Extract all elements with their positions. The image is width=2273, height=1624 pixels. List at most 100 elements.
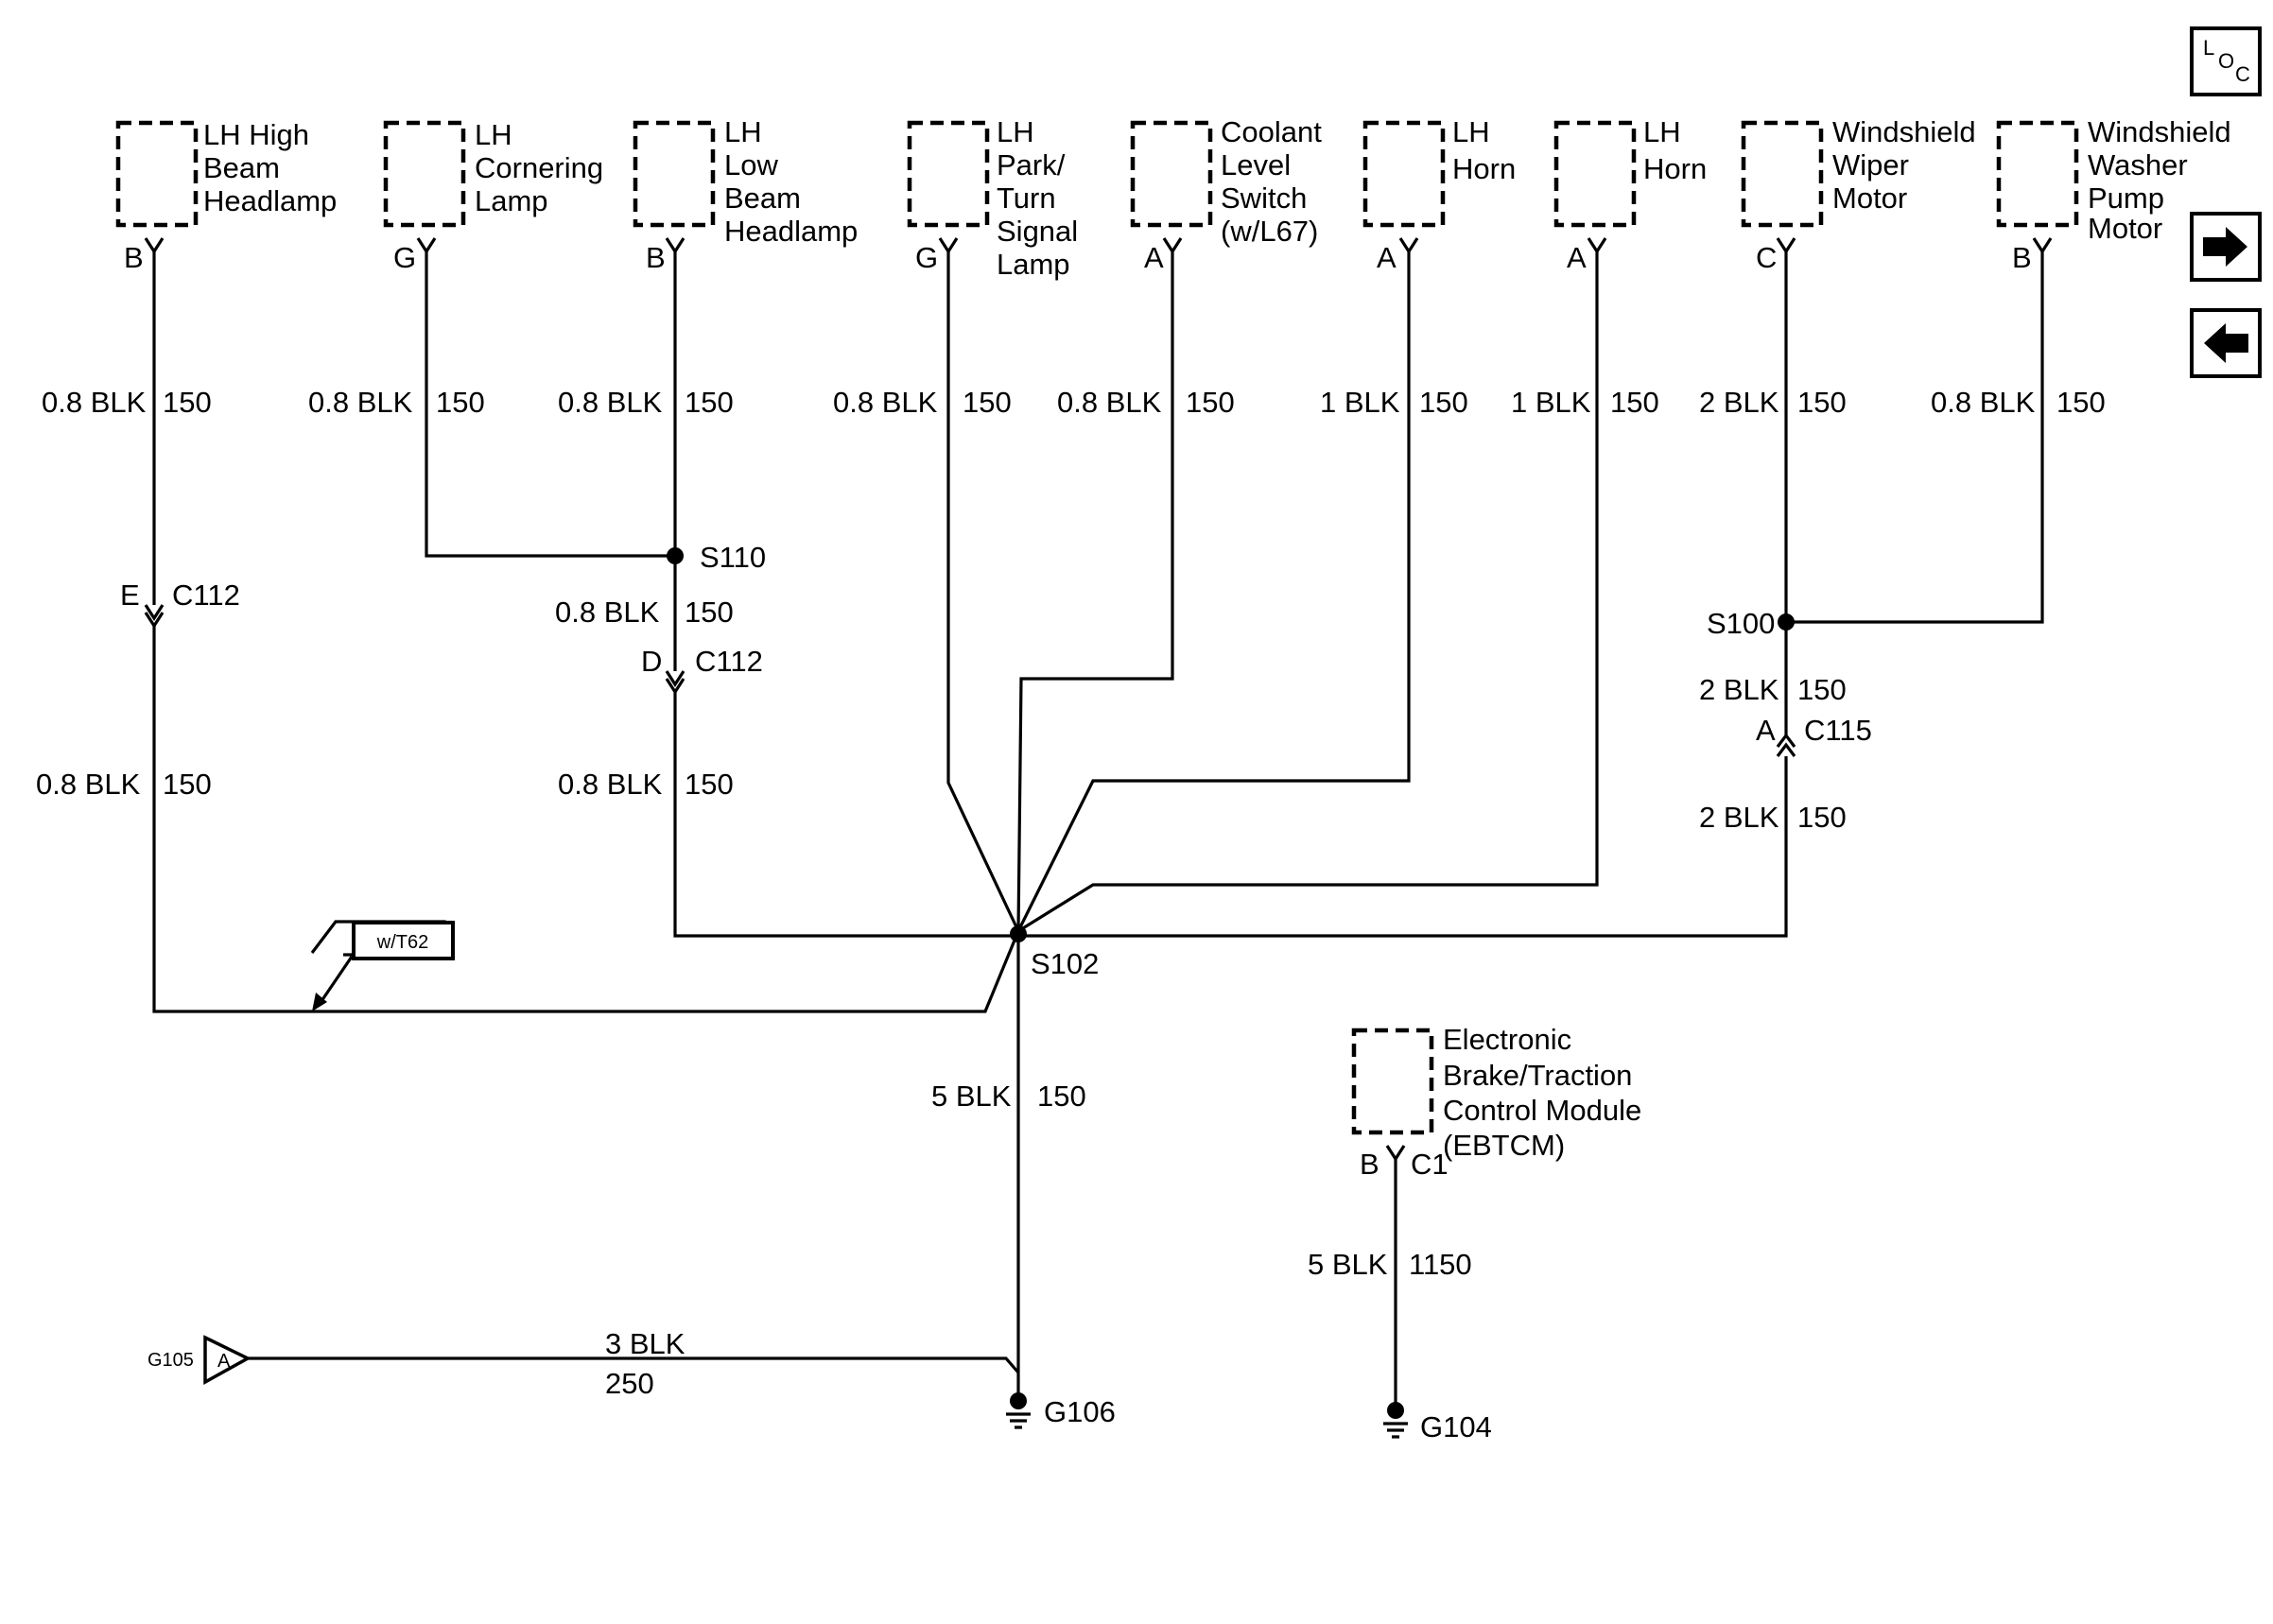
connector-name: C112	[695, 645, 763, 678]
connector-c112-e: E C112	[120, 579, 240, 629]
component-lh-high-beam: LH High Beam Headlamp	[115, 118, 337, 228]
wires	[152, 251, 2044, 1407]
pin-label: G	[915, 241, 938, 274]
arrow-left-icon	[2204, 323, 2248, 363]
wire-gauge: 0.8 BLK	[558, 768, 663, 801]
component-label: Windshield	[1832, 115, 1976, 148]
svg-text:C: C	[2235, 62, 2250, 86]
svg-text:L: L	[2203, 36, 2214, 60]
ground-label: G106	[1044, 1395, 1116, 1428]
splice-s110: S110	[667, 541, 766, 574]
pin-label: G	[393, 241, 416, 274]
component-label: Signal	[997, 215, 1078, 248]
component-label: Cornering	[475, 151, 603, 184]
wire-gauge: 0.8 BLK	[558, 386, 663, 419]
component-label: Lamp	[475, 184, 548, 217]
ground-ref-label: G105	[147, 1350, 194, 1371]
wire-circuit: 150	[1797, 801, 1847, 834]
component-label: LH	[1643, 115, 1681, 148]
component-label: Brake/Traction	[1443, 1059, 1632, 1092]
wire-circuit: 150	[436, 386, 485, 419]
ground-g106: G106	[1006, 1392, 1116, 1429]
component-label: LH High	[203, 118, 309, 151]
wire-gauge: 2 BLK	[1699, 801, 1779, 834]
wire-circuit: 150	[685, 386, 734, 419]
wire-gauge: 0.8 BLK	[555, 596, 660, 629]
wire-labels: 0.8 BLK 150 0.8 BLK 150 0.8 BLK 150 0.8 …	[36, 386, 2106, 1400]
component-lh-horn-1: LH Horn	[1362, 115, 1516, 228]
component-label: Motor	[2088, 212, 2162, 245]
svg-text:O: O	[2218, 49, 2234, 73]
wire-circuit: 150	[1186, 386, 1235, 419]
splice-label: S110	[700, 541, 766, 574]
ground-ref-pin: A	[217, 1351, 231, 1372]
pin-label: C	[1756, 241, 1777, 274]
component-label: (w/L67)	[1221, 215, 1318, 248]
component-label: Electronic	[1443, 1023, 1571, 1056]
next-page-button[interactable]	[2190, 212, 2262, 282]
component-label: Coolant	[1221, 115, 1322, 148]
ground-ref-g105: A G105	[147, 1335, 252, 1385]
component-label: LH	[724, 115, 762, 148]
connector-c112-d: D C112	[641, 645, 763, 695]
connector-pin: A	[1756, 714, 1776, 747]
component-washer-pump: Windshield Washer Pump Motor	[1996, 115, 2231, 245]
wire-gauge: 3 BLK	[605, 1327, 685, 1360]
pin-label: B	[646, 241, 666, 274]
wire-circuit: 150	[1610, 386, 1659, 419]
connector-name: C112	[172, 579, 240, 612]
component-label: Pump	[2088, 181, 2164, 215]
component-wiper-motor: Windshield Wiper Motor	[1741, 115, 1976, 228]
component-label: Wiper	[1832, 148, 1909, 181]
component-label: Low	[724, 148, 778, 181]
component-ebtcm: Electronic Brake/Traction Control Module…	[1351, 1023, 1641, 1162]
wire-gauge: 1 BLK	[1320, 386, 1400, 419]
component-label: Control Module	[1443, 1094, 1641, 1127]
component-lh-horn-2: LH Horn	[1553, 115, 1707, 228]
component-lh-low-beam: LH Low Beam Headlamp	[633, 115, 858, 248]
connector-pin: E	[120, 579, 140, 612]
wire-circuit: 150	[685, 596, 734, 629]
component-lh-park-turn: LH Park/ Turn Signal Lamp	[907, 115, 1078, 281]
wire-gauge: 0.8 BLK	[833, 386, 938, 419]
pin-labels: B G B G A A A C B B C1	[124, 241, 2032, 1181]
component-label: (EBTCM)	[1443, 1129, 1565, 1162]
wire-circuit: 150	[685, 768, 734, 801]
component-label: Horn	[1643, 152, 1707, 185]
wire-circuit: 150	[1037, 1080, 1086, 1113]
component-label: Park/	[997, 148, 1066, 181]
option-tag-w-t62: w/T62	[312, 921, 455, 1011]
wire-circuit: 150	[963, 386, 1012, 419]
splice-label: S102	[1031, 947, 1099, 980]
wire-gauge: 0.8 BLK	[308, 386, 413, 419]
wire-circuit: 150	[1797, 386, 1847, 419]
wire-circuit: 150	[1419, 386, 1468, 419]
component-lh-cornering: LH Cornering Lamp	[383, 118, 603, 228]
component-label: LH	[475, 118, 512, 151]
connector-pin: D	[641, 645, 662, 678]
splice-s102: S102	[1010, 925, 1099, 980]
arrow-right-icon	[2203, 227, 2247, 267]
previous-page-button[interactable]	[2190, 308, 2262, 378]
wire-circuit: 1150	[1409, 1248, 1472, 1281]
component-label: Headlamp	[203, 184, 337, 217]
loc-button[interactable]: L O C	[2190, 26, 2262, 96]
pin-label: A	[1377, 241, 1397, 274]
splice-s100: S100	[1707, 607, 1795, 640]
ground-g104: G104	[1383, 1402, 1492, 1443]
loc-icon: L O C	[2203, 36, 2250, 86]
wire-circuit: 150	[163, 768, 212, 801]
connector-name: C115	[1804, 714, 1872, 747]
wire-gauge: 0.8 BLK	[1057, 386, 1162, 419]
component-label: LH	[997, 115, 1034, 148]
component-label: LH	[1452, 115, 1490, 148]
ground-label: G104	[1420, 1410, 1492, 1443]
component-coolant-switch: Coolant Level Switch (w/L67)	[1130, 115, 1322, 248]
component-label: Headlamp	[724, 215, 858, 248]
wire-gauge: 5 BLK	[931, 1080, 1012, 1113]
component-label: Washer	[2088, 148, 2188, 181]
option-tag-label: w/T62	[376, 932, 428, 953]
component-label: Lamp	[997, 248, 1070, 281]
component-label: Beam	[203, 151, 280, 184]
component-label: Turn	[997, 181, 1056, 215]
